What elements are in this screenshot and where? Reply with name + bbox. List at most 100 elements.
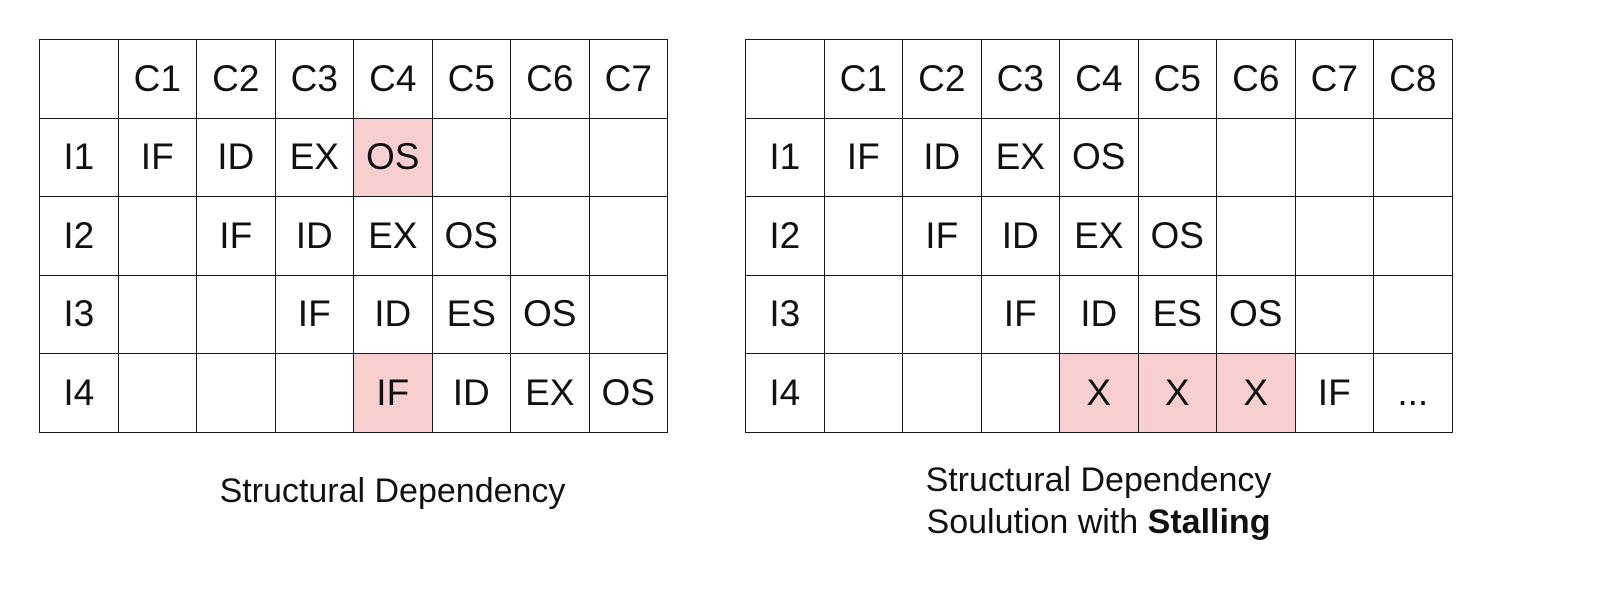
stage-cell: EX: [353, 196, 433, 276]
stage-cell: [823, 196, 903, 276]
table-row: I2 IF ID EX OS: [745, 196, 1453, 276]
conflict-cell: OS: [353, 117, 433, 197]
stage-cell: ...: [1373, 353, 1453, 433]
stage-cell: [1216, 196, 1296, 276]
stage-cell: [117, 353, 197, 433]
stage-cell: [1216, 117, 1296, 197]
conflict-cell: IF: [353, 353, 433, 433]
header-cell-c5: C5: [431, 39, 511, 119]
stage-cell: ID: [274, 196, 354, 276]
stage-cell: EX: [1059, 196, 1139, 276]
header-row: C1 C2 C3 C4 C5 C6 C7 C8: [745, 39, 1453, 119]
left-caption-text: Structural Dependency: [219, 472, 566, 510]
stage-cell: IF: [1294, 353, 1374, 433]
stage-cell: [117, 274, 197, 354]
stage-cell: OS: [1216, 274, 1296, 354]
row-label: I2: [39, 196, 119, 276]
header-cell-c6: C6: [510, 39, 590, 119]
stage-cell: OS: [510, 274, 590, 354]
stage-cell: ID: [1059, 274, 1139, 354]
stage-cell: OS: [1137, 196, 1217, 276]
table-row: I3 IF ID ES OS: [745, 274, 1453, 354]
stage-cell: [1294, 117, 1374, 197]
right-caption-line1: Structural Dependency: [925, 461, 1272, 499]
stage-cell: [823, 353, 903, 433]
stage-cell: EX: [510, 353, 590, 433]
table-row: I3 IF ID ES OS: [39, 274, 668, 354]
stage-cell: [588, 274, 668, 354]
row-label: I4: [745, 353, 825, 433]
table-row: I2 IF ID EX OS: [39, 196, 668, 276]
stage-cell: [588, 117, 668, 197]
stage-cell: [510, 196, 590, 276]
header-cell-c3: C3: [274, 39, 354, 119]
stage-cell: ID: [902, 117, 982, 197]
stage-cell: [823, 274, 903, 354]
header-cell-c5: C5: [1137, 39, 1217, 119]
stage-cell: IF: [980, 274, 1060, 354]
stage-cell: OS: [431, 196, 511, 276]
stage-cell: [1137, 117, 1217, 197]
stage-cell: [117, 196, 197, 276]
stage-cell: EX: [274, 117, 354, 197]
stage-cell: [1373, 196, 1453, 276]
stalling-solution-table: C1 C2 C3 C4 C5 C6 C7 C8 I1 IF ID EX OS I…: [745, 39, 1453, 433]
stage-cell: ID: [980, 196, 1060, 276]
stage-cell: IF: [117, 117, 197, 197]
stage-cell: EX: [980, 117, 1060, 197]
header-cell-c4: C4: [353, 39, 433, 119]
header-row: C1 C2 C3 C4 C5 C6 C7: [39, 39, 668, 119]
stall-cell: X: [1216, 353, 1296, 433]
table-row: I1 IF ID EX OS: [745, 117, 1453, 197]
stage-cell: ES: [1137, 274, 1217, 354]
stage-cell: IF: [823, 117, 903, 197]
stage-cell: [902, 274, 982, 354]
header-cell-c6: C6: [1216, 39, 1296, 119]
stall-cell: X: [1059, 353, 1139, 433]
header-cell-c2: C2: [902, 39, 982, 119]
stage-cell: [588, 196, 668, 276]
right-caption-bold: Stalling: [1147, 503, 1271, 541]
stage-cell: IF: [902, 196, 982, 276]
table-row: I1 IF ID EX OS: [39, 117, 668, 197]
structural-dependency-table: C1 C2 C3 C4 C5 C6 C7 I1 IF ID EX OS I2 I…: [39, 39, 668, 433]
right-caption-line2: Soulution with Stalling: [745, 501, 1452, 543]
header-cell-c3: C3: [980, 39, 1060, 119]
stage-cell: [196, 274, 276, 354]
stage-cell: [1373, 117, 1453, 197]
table-row: I4 X X X IF ...: [745, 353, 1453, 433]
header-cell-c1: C1: [823, 39, 903, 119]
stage-cell: ES: [431, 274, 511, 354]
row-label: I4: [39, 353, 119, 433]
right-caption-prefix: Soulution with: [926, 503, 1148, 541]
row-label: I1: [745, 117, 825, 197]
right-caption: Structural Dependency Soulution with Sta…: [745, 459, 1452, 543]
corner-cell: [39, 39, 119, 119]
header-cell-c7: C7: [588, 39, 668, 119]
stage-cell: ID: [196, 117, 276, 197]
header-cell-c8: C8: [1373, 39, 1453, 119]
stage-cell: [196, 353, 276, 433]
stage-cell: IF: [274, 274, 354, 354]
left-caption: Structural Dependency: [39, 470, 746, 512]
stage-cell: [980, 353, 1060, 433]
row-label: I3: [745, 274, 825, 354]
corner-cell: [745, 39, 825, 119]
stage-cell: [1294, 196, 1374, 276]
stage-cell: [1294, 274, 1374, 354]
stage-cell: [274, 353, 354, 433]
stage-cell: [902, 353, 982, 433]
stage-cell: OS: [588, 353, 668, 433]
header-cell-c2: C2: [196, 39, 276, 119]
header-cell-c7: C7: [1294, 39, 1374, 119]
stage-cell: ID: [431, 353, 511, 433]
stage-cell: [510, 117, 590, 197]
row-label: I2: [745, 196, 825, 276]
stall-cell: X: [1137, 353, 1217, 433]
row-label: I3: [39, 274, 119, 354]
stage-cell: ID: [353, 274, 433, 354]
stage-cell: IF: [196, 196, 276, 276]
table-row: I4 IF ID EX OS: [39, 353, 668, 433]
stage-cell: [1373, 274, 1453, 354]
row-label: I1: [39, 117, 119, 197]
